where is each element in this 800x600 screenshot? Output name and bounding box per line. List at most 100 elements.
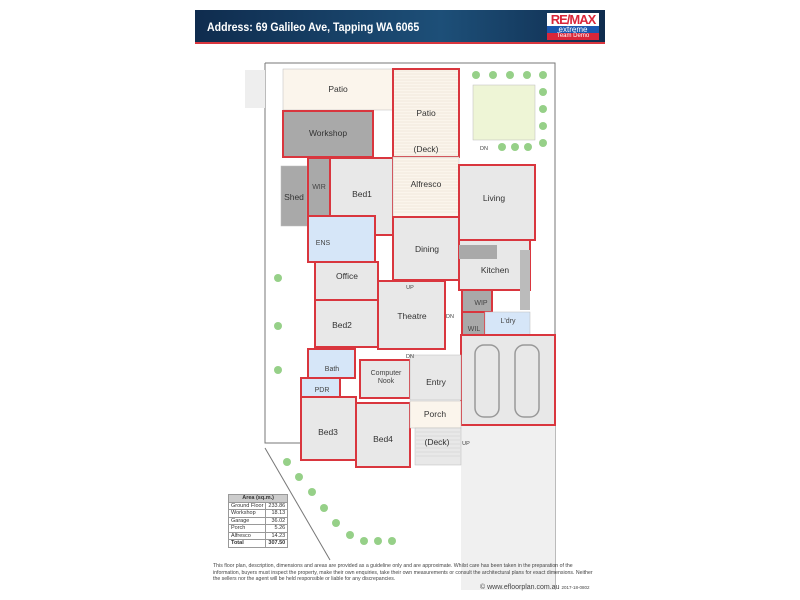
website-link[interactable]: © www.efloorplan.com.au — [480, 584, 560, 591]
room-living — [458, 164, 536, 241]
tree-icon — [506, 71, 514, 79]
room-patio — [282, 68, 394, 111]
plan-code: 2017-18-0802 — [561, 585, 590, 590]
tree-icon — [274, 322, 282, 330]
tree-icon — [374, 537, 382, 545]
tree-icon — [274, 274, 282, 282]
room-label-bath: Bath — [325, 366, 340, 373]
tree-icon — [320, 504, 328, 512]
room-deck — [414, 427, 462, 466]
disclaimer: This floor plan, description, dimensions… — [213, 563, 593, 582]
room-label-wip: WIP — [474, 300, 488, 307]
tree-icon — [346, 531, 354, 539]
room-label-bed4: Bed4 — [373, 434, 393, 444]
tree-icon — [274, 366, 282, 374]
area-name: Alfresco — [227, 531, 267, 540]
room-label-deck: (Deck) — [424, 437, 449, 447]
room-label-bed1: Bed1 — [352, 189, 372, 199]
room-label-porch: Porch — [424, 409, 446, 419]
room-bed4 — [355, 402, 411, 468]
area-value: 307.50 — [265, 539, 289, 548]
room-label-patio-deck: Patio — [416, 108, 436, 118]
area-value: 18.13 — [265, 509, 289, 518]
room-label-wil: WIL — [468, 326, 481, 333]
room-dining — [392, 216, 460, 281]
tree-icon — [511, 143, 519, 151]
tree-icon — [539, 122, 547, 130]
address-title: Address: 69 Galileo Ave, Tapping WA 6065 — [207, 20, 420, 34]
area-value: 36.02 — [265, 516, 289, 525]
kitchen-bench — [520, 250, 530, 310]
room-label-workshop: Workshop — [309, 128, 347, 138]
area-value: 14.23 — [265, 531, 289, 540]
driveway — [461, 425, 555, 590]
room-label-kitchen: Kitchen — [481, 265, 510, 275]
room-label-laundry: L'dry — [501, 318, 516, 325]
room-bath — [307, 348, 356, 379]
gate — [245, 70, 265, 108]
room-label-dining: Dining — [415, 244, 439, 254]
room-label-alfresco: Alfresco — [411, 179, 442, 189]
area-name: Ground Floor — [227, 501, 267, 510]
tree-icon — [489, 71, 497, 79]
tree-icon — [524, 143, 532, 151]
tree-icon — [539, 139, 547, 147]
tree-icon — [308, 488, 316, 496]
area-name: Workshop — [227, 509, 267, 518]
tree-icon — [498, 143, 506, 151]
lot-boundary — [264, 447, 331, 561]
area-name: Garage — [227, 516, 267, 525]
room-garden — [472, 84, 536, 141]
tree-icon — [523, 71, 531, 79]
room-label-bed2: Bed2 — [332, 320, 352, 330]
room-label-pdr: PDR — [315, 387, 330, 394]
tree-icon — [539, 105, 547, 113]
room-label-ens: ENS — [316, 240, 331, 247]
room-label-wir: WIR — [312, 184, 326, 191]
room-label-patio-deck-sub: (Deck) — [413, 144, 438, 154]
stair-dn-label: DN — [480, 146, 488, 152]
room-ens — [307, 215, 376, 263]
room-office — [314, 261, 379, 301]
area-value: 233.86 — [265, 501, 289, 510]
room-label-theatre: Theatre — [397, 311, 427, 321]
room-theatre — [377, 280, 446, 350]
tree-icon — [388, 537, 396, 545]
tree-icon — [472, 71, 480, 79]
tree-icon — [539, 71, 547, 79]
car-icon — [474, 344, 500, 418]
room-label-entry: Entry — [426, 377, 447, 387]
tree-icon — [283, 458, 291, 466]
lot-boundary — [264, 63, 300, 444]
area-table-header: Area (sq.m.) — [227, 494, 289, 503]
tree-icon — [332, 519, 340, 527]
area-name: Porch — [227, 524, 267, 533]
room-label-computer-nook-2: Nook — [378, 378, 395, 385]
room-computer-nook — [359, 359, 411, 399]
tree-icon — [539, 88, 547, 96]
website-credit: © www.efloorplan.com.au 2017-18-0802 — [480, 584, 589, 591]
car-icon — [514, 344, 540, 418]
stair-dn-label: DN — [446, 314, 454, 320]
area-value: 5.26 — [265, 524, 289, 533]
room-shed — [280, 165, 308, 227]
room-label-shed: Shed — [284, 192, 304, 202]
room-porch — [409, 400, 462, 429]
room-label-office: Office — [336, 271, 358, 281]
room-label-patio: Patio — [328, 84, 348, 94]
stair-dn-label: DN — [406, 354, 414, 360]
header-banner: Address: 69 Galileo Ave, Tapping WA 6065… — [195, 10, 605, 44]
area-name: Total — [227, 539, 267, 548]
room-entry — [409, 354, 462, 401]
stair-up-label: UP — [462, 441, 470, 447]
room-label-bed3: Bed3 — [318, 427, 338, 437]
